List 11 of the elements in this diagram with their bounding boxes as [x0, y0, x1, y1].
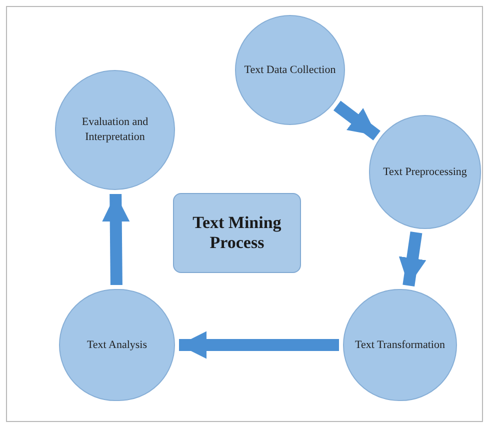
block-arrow — [102, 194, 130, 286]
step-label: Evaluation and Interpretation — [80, 115, 150, 145]
block-arrow — [398, 231, 426, 286]
title-box — [173, 193, 301, 273]
step-label: Text Transformation — [355, 338, 445, 352]
step-label: Text Data Collection — [244, 62, 336, 78]
block-arrow — [179, 331, 339, 359]
title-text: Text Mining Process — [192, 213, 282, 253]
block-arrow — [333, 100, 380, 140]
step-label: Text Preprocessing — [383, 164, 467, 180]
step-label: Text Analysis — [86, 338, 148, 352]
